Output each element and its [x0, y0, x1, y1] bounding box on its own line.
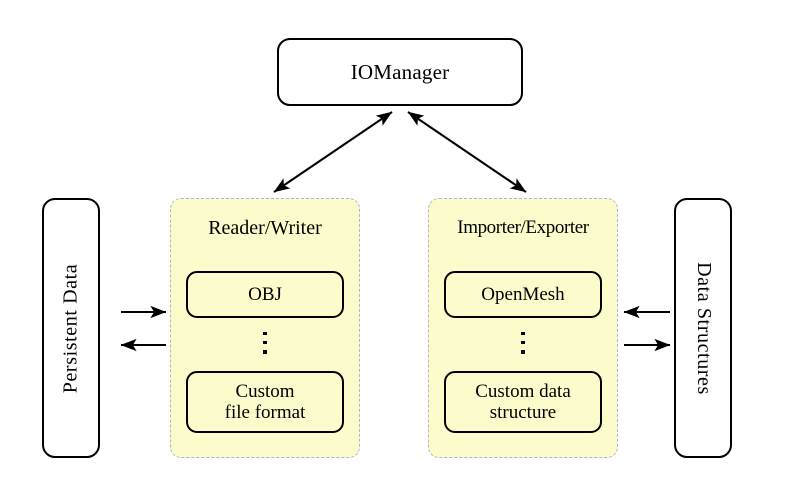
dot	[521, 350, 525, 354]
ellipsis-vertical-importer-exporter	[429, 332, 617, 354]
item-obj-label: OBJ	[248, 283, 282, 305]
arrow-manager-importer-exporter	[407, 111, 527, 193]
node-data-structures-label: Data Structures	[692, 261, 715, 395]
node-data-structures[interactable]: Data Structures	[674, 198, 732, 458]
group-reader-writer[interactable]: Reader/Writer OBJ Custom file format	[170, 198, 360, 458]
item-custom-data-structure-line2: structure	[489, 402, 557, 423]
item-custom-data-structure-label: Custom data structure	[475, 381, 571, 424]
arrow-manager-reader-writer	[273, 111, 393, 193]
item-openmesh[interactable]: OpenMesh	[444, 271, 602, 318]
group-importer-exporter-title: Importer/Exporter	[457, 217, 589, 238]
dot	[263, 341, 267, 345]
group-reader-writer-title: Reader/Writer	[208, 217, 322, 239]
node-persistent-data[interactable]: Persistent Data	[42, 198, 100, 458]
item-custom-data-structure[interactable]: Custom data structure	[444, 371, 602, 433]
ellipsis-vertical-reader-writer	[171, 332, 359, 354]
node-iomanager-label: IOManager	[350, 59, 450, 84]
item-custom-file-format-label: Custom file format	[225, 381, 306, 424]
item-obj[interactable]: OBJ	[186, 271, 344, 318]
item-custom-file-format-line2: file format	[224, 402, 306, 423]
item-custom-file-format-line1: Custom	[235, 380, 295, 402]
node-persistent-data-label: Persistent Data	[59, 263, 82, 393]
dot	[521, 341, 525, 345]
dot	[521, 332, 525, 336]
dot	[263, 332, 267, 336]
item-custom-data-structure-line1: Custom data	[475, 380, 571, 402]
dot	[263, 350, 267, 354]
group-importer-exporter[interactable]: Importer/Exporter OpenMesh Custom data s…	[428, 198, 618, 458]
item-custom-file-format[interactable]: Custom file format	[186, 371, 344, 433]
node-iomanager[interactable]: IOManager	[277, 38, 523, 106]
item-openmesh-label: OpenMesh	[481, 283, 565, 305]
